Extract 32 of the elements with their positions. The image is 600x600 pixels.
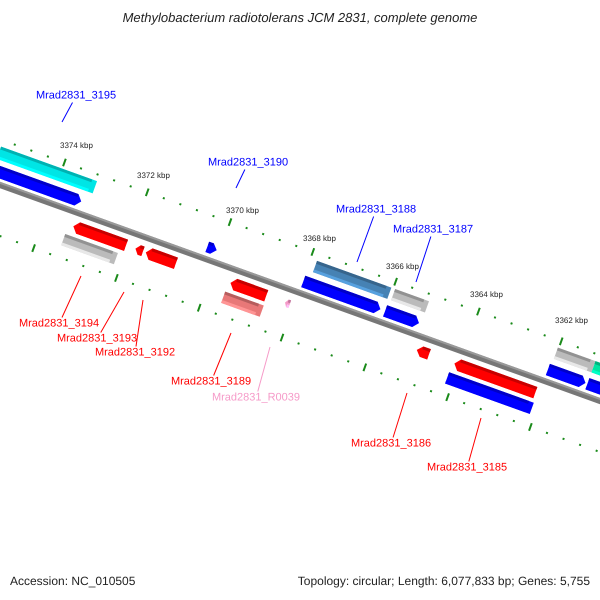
leader-line <box>416 236 432 282</box>
gene-label: Mrad2831_3187 <box>392 224 474 236</box>
leader-line <box>213 332 232 376</box>
accession-text: Accession: NC_010505 <box>10 575 136 587</box>
gene-label: Mrad2831_3189 <box>170 376 252 388</box>
tick-label: 3362 kbp <box>555 317 588 325</box>
gene-label: Mrad2831_3186 <box>350 438 432 450</box>
leader-line <box>468 418 482 462</box>
leader-line <box>100 292 124 333</box>
leader-line <box>135 300 144 347</box>
tick-label: 3364 kbp <box>470 291 503 299</box>
gene-label: Mrad2831_3190 <box>208 156 288 170</box>
leader-line <box>62 102 73 122</box>
gene-label: Mrad2831_3188 <box>336 204 416 216</box>
tick-label: 3372 kbp <box>137 172 170 180</box>
leader-line <box>257 346 270 392</box>
tick-label: 3370 kbp <box>226 207 259 215</box>
leader-line <box>61 276 82 318</box>
tick-label: 3368 kbp <box>303 235 336 243</box>
topology-text: Topology: circular; Length: 6,077,833 bp; Genes: 5,755 <box>298 575 590 587</box>
tick-label: 3366 kbp <box>386 263 419 271</box>
gene-label: Mrad2831_3185 <box>426 462 508 474</box>
title: Methylobacterium radiotolerans JCM 2831, complete genome <box>122 11 478 24</box>
gene-label: Mrad2831_3194 <box>18 318 100 330</box>
gene-label: Mrad2831_3193 <box>56 332 138 346</box>
leader-line <box>392 392 408 438</box>
gene-label: Mrad2831_R0039 <box>212 392 300 404</box>
leader-line <box>356 216 374 262</box>
leader-line <box>236 169 246 188</box>
gene-label: Mrad2831_3195 <box>36 90 116 102</box>
tick-label: 3374 kbp <box>60 142 93 150</box>
gene-label: Mrad2831_3192 <box>94 346 176 360</box>
